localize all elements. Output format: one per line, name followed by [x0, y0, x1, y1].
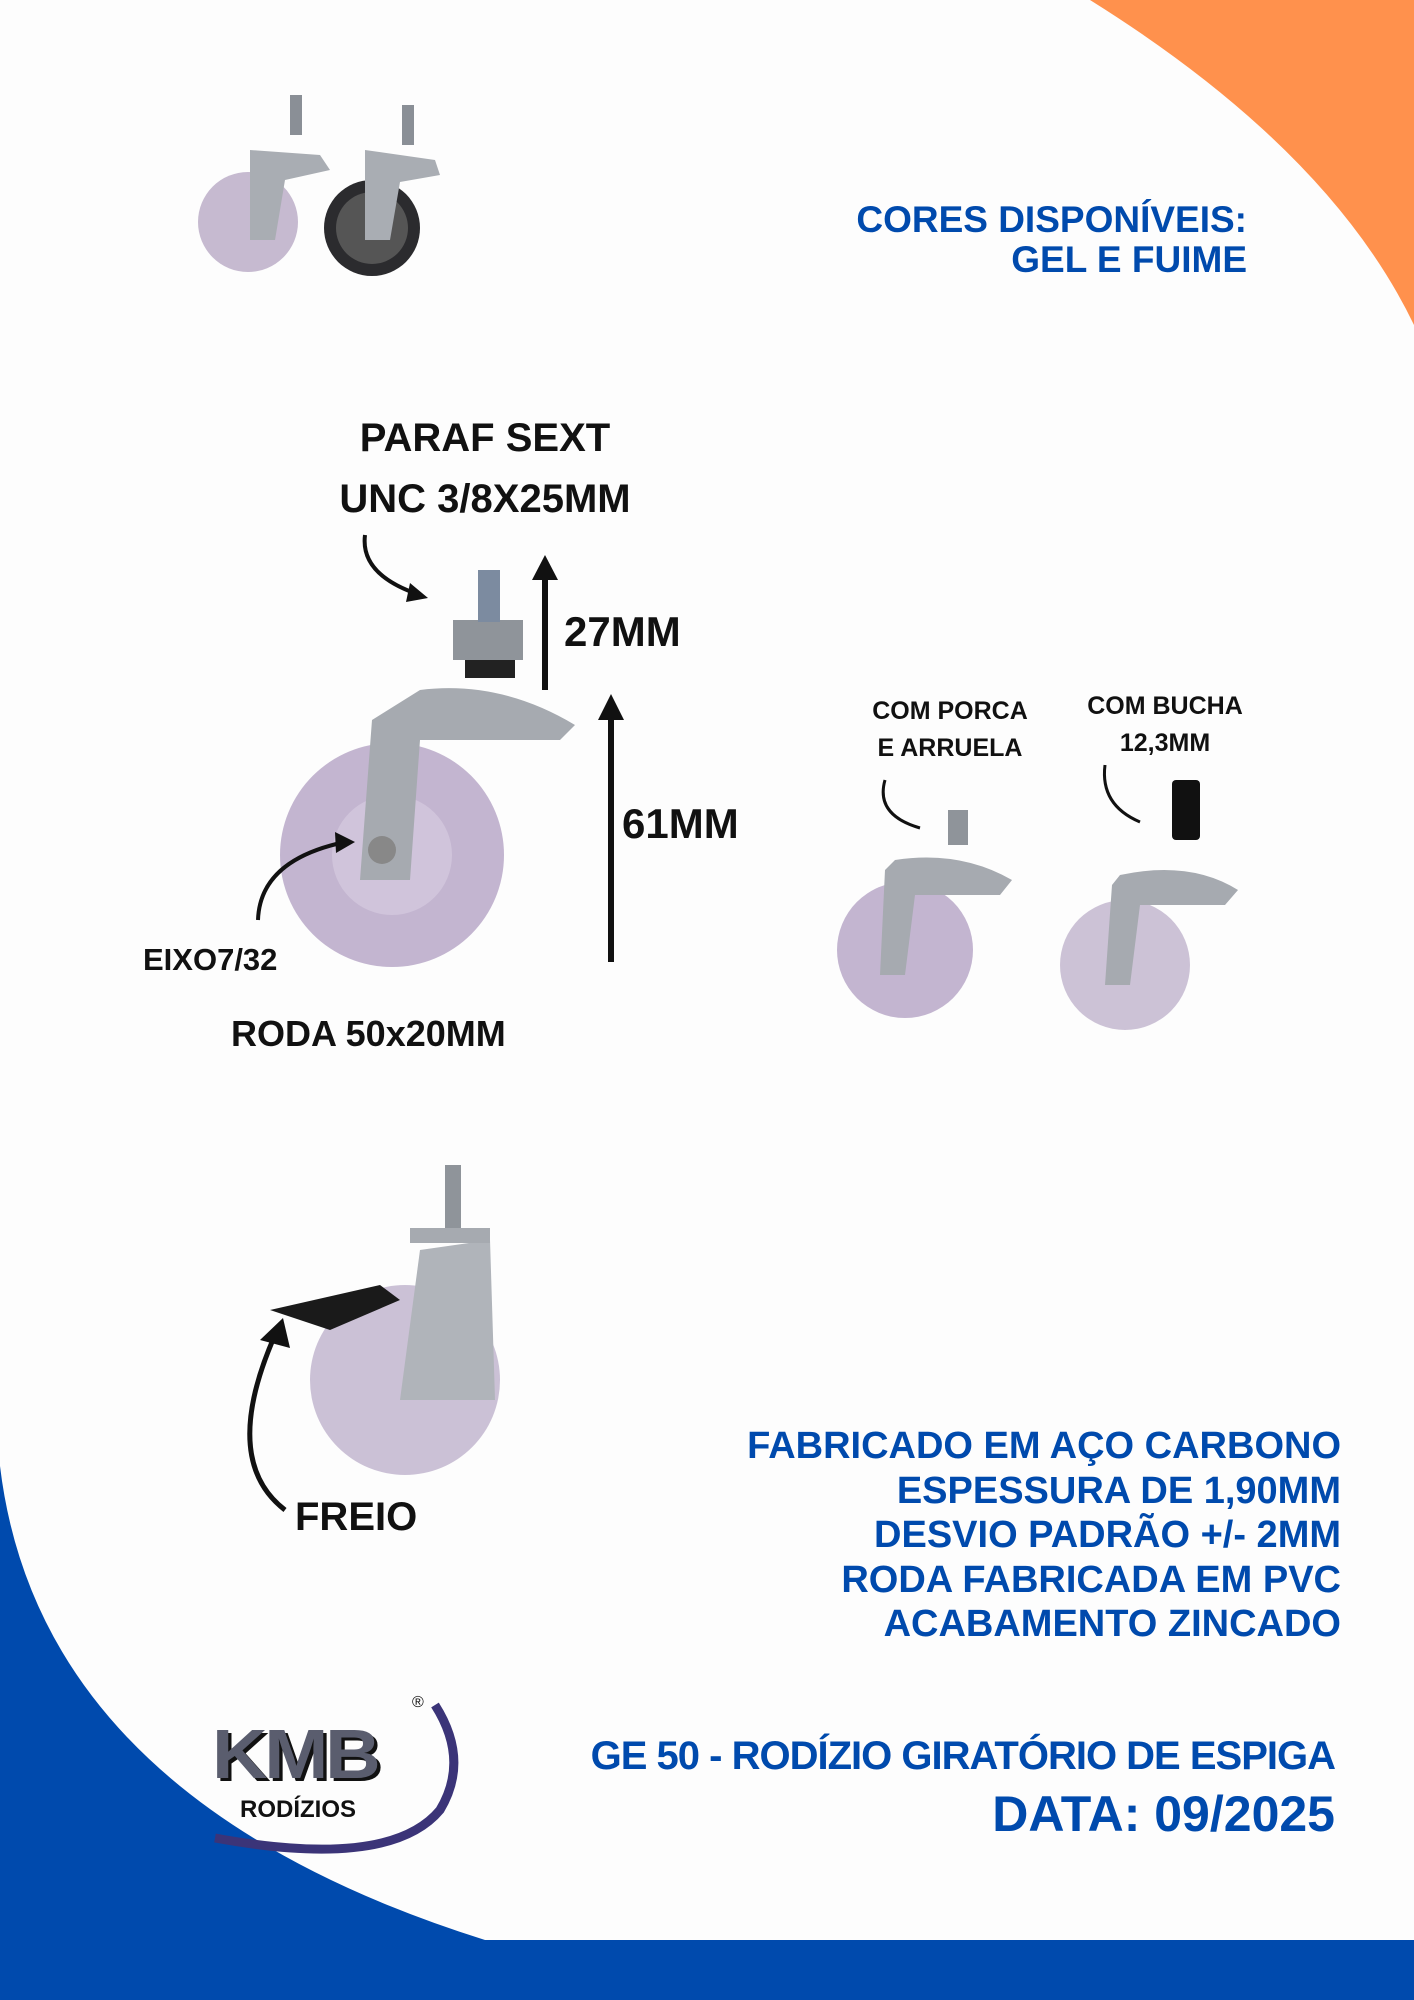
- variant-nut-washer: COM PORCA E ARRUELA: [850, 693, 1050, 767]
- spec-item: RODA FABRICADA EM PVC: [841, 1558, 1341, 1601]
- spec-item: ESPESSURA DE 1,90MM: [896, 1469, 1341, 1512]
- colors-available: CORES DISPONÍVEIS: GEL E FUIME: [856, 200, 1247, 280]
- brake-pointer-arrow: [247, 1333, 287, 1512]
- colors-available-title: CORES DISPONÍVEIS:: [856, 199, 1247, 240]
- logo-subtitle: RODÍZIOS: [240, 1796, 357, 1823]
- variant-bushing: COM BUCHA 12,3MM: [1065, 688, 1265, 762]
- logo-brand: KMB: [212, 1715, 381, 1793]
- axle-label: EIXO7/32: [143, 942, 278, 977]
- axle-pointer-arrow: [256, 840, 346, 921]
- spec-item: ACABAMENTO ZINCADO: [883, 1603, 1341, 1645]
- dimension-arrows: [532, 555, 624, 962]
- orange-corner-arc: [1090, 0, 1414, 325]
- spec-list: FABRICADO EM AÇO CARBONO ESPESSURA DE 1,…: [747, 1424, 1341, 1647]
- colors-available-values: GEL E FUIME: [1011, 239, 1247, 280]
- variant-nut-line2: E ARRUELA: [877, 734, 1023, 762]
- logo-registered-mark: ®: [412, 1694, 424, 1711]
- document-date: DATA: 09/2025: [992, 1786, 1335, 1842]
- caster-fume-image: [324, 105, 440, 276]
- wheel-label: RODA 50x20MM: [231, 1013, 506, 1054]
- kmb-logo: [214, 1702, 459, 1854]
- spec-item: FABRICADO EM AÇO CARBONO: [747, 1425, 1341, 1467]
- screw-spec: PARAF SEXT UNC 3/8X25MM: [300, 408, 670, 530]
- stem-height-label: 27MM: [564, 608, 681, 655]
- caster-nut-washer-image: [837, 810, 1012, 1018]
- caster-brake-image: [270, 1165, 500, 1475]
- screw-spec-line2: UNC 3/8X25MM: [339, 477, 631, 521]
- product-title: GE 50 - RODÍZIO GIRATÓRIO DE ESPIGA: [590, 1734, 1336, 1778]
- blue-bottom-bar: [0, 1940, 1414, 2000]
- blue-left-arc: [0, 1466, 485, 1940]
- variant-nut-line1: COM PORCA: [872, 697, 1028, 725]
- caster-bushing-image: [1060, 780, 1238, 1030]
- brake-label: FREIO: [295, 1495, 418, 1539]
- screw-spec-line1: PARAF SEXT: [359, 416, 611, 460]
- body-height-label: 61MM: [622, 800, 739, 847]
- main-caster-image: [280, 570, 575, 967]
- variant-bushing-line2: 12,3MM: [1119, 729, 1211, 757]
- spec-item: DESVIO PADRÃO +/- 2MM: [874, 1514, 1341, 1556]
- variant-bushing-line1: COM BUCHA: [1087, 692, 1243, 720]
- caster-gel-image: [198, 95, 330, 272]
